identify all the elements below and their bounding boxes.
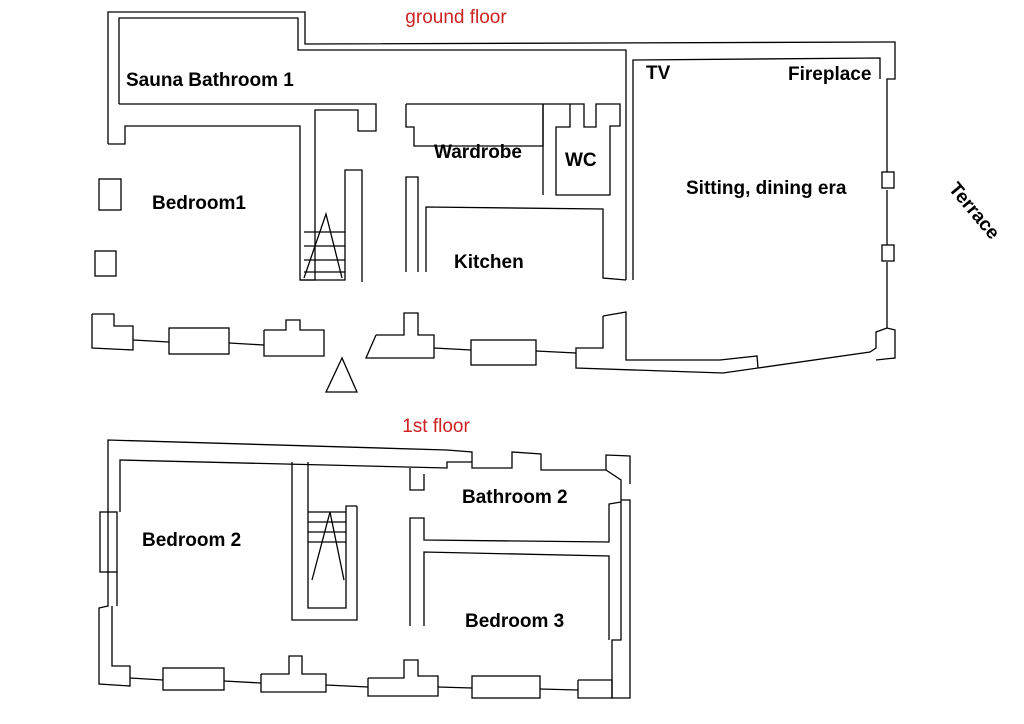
bedroom3-wall-2 xyxy=(423,551,610,640)
label-sitting-dining: Sitting, dining era xyxy=(686,178,847,199)
front-pier-4 xyxy=(575,311,759,374)
first-window-left-1 xyxy=(99,511,118,573)
window-right-2 xyxy=(881,244,895,262)
first-link-3 xyxy=(325,684,369,688)
ground-outer-wall xyxy=(107,11,896,172)
window-right-1 xyxy=(881,171,895,189)
front-wall-link-4 xyxy=(535,350,577,354)
first-outer-wall xyxy=(98,439,448,674)
front-wall-link xyxy=(132,339,170,343)
first-right-wall xyxy=(611,484,631,699)
label-fireplace: Fireplace xyxy=(788,64,871,85)
first-window-bottom-2 xyxy=(471,675,541,699)
kitchen-wall xyxy=(405,176,419,272)
first-pier-1 xyxy=(98,606,131,687)
front-window-2 xyxy=(470,339,537,366)
label-bedroom2: Bedroom 2 xyxy=(142,530,241,551)
first-link-1 xyxy=(129,677,164,681)
front-window-1 xyxy=(168,327,230,355)
wardrobe-inner xyxy=(405,104,544,147)
first-link-5 xyxy=(539,688,579,691)
first-window-bottom-1 xyxy=(162,667,225,691)
front-wall-right xyxy=(757,327,896,369)
sitting-inner-wall xyxy=(632,57,881,280)
wardrobe-wall xyxy=(406,103,621,196)
entrance-triangle xyxy=(324,356,358,393)
sauna-bottom-wall xyxy=(108,103,377,281)
front-pier-1 xyxy=(91,313,134,351)
window-left-1 xyxy=(98,178,122,211)
bedroom3-wall xyxy=(409,501,622,626)
first-stair xyxy=(291,462,358,621)
label-bedroom3: Bedroom 3 xyxy=(465,611,564,632)
first-floor: 1st floor xyxy=(98,416,631,699)
first-link-4 xyxy=(437,686,473,689)
front-wall-link-2 xyxy=(228,342,265,346)
label-kitchen: Kitchen xyxy=(454,252,524,273)
label-bathroom2: Bathroom 2 xyxy=(462,487,568,508)
front-pier-2 xyxy=(263,319,325,357)
first-link-2 xyxy=(223,680,262,684)
ground-stair xyxy=(300,169,363,282)
ground-floor-title: ground floor xyxy=(405,7,507,28)
first-pier-4 xyxy=(577,679,613,699)
ground-floor: ground floor xyxy=(91,7,1003,393)
first-inner-top-2 xyxy=(605,469,622,484)
first-pier-2 xyxy=(260,655,327,693)
first-outer-wall-top xyxy=(446,449,631,484)
label-wc: WC xyxy=(565,150,597,171)
label-tv: TV xyxy=(646,63,671,84)
label-sauna-bathroom: Sauna Bathroom 1 xyxy=(126,70,294,91)
label-bedroom1: Bedroom1 xyxy=(152,193,246,214)
sauna-inner-wall xyxy=(118,17,627,280)
first-inner-top xyxy=(119,459,472,472)
bathroom2-wall xyxy=(409,468,425,491)
first-floor-title: 1st floor xyxy=(402,416,470,437)
window-left-2 xyxy=(94,250,117,277)
front-pier-3 xyxy=(365,312,435,359)
front-wall-link-3 xyxy=(433,347,472,351)
first-pier-3 xyxy=(367,659,439,697)
label-wardrobe: Wardrobe xyxy=(434,142,522,163)
label-terrace: Terrace xyxy=(944,179,1003,244)
kitchen-wall-2 xyxy=(425,206,627,281)
